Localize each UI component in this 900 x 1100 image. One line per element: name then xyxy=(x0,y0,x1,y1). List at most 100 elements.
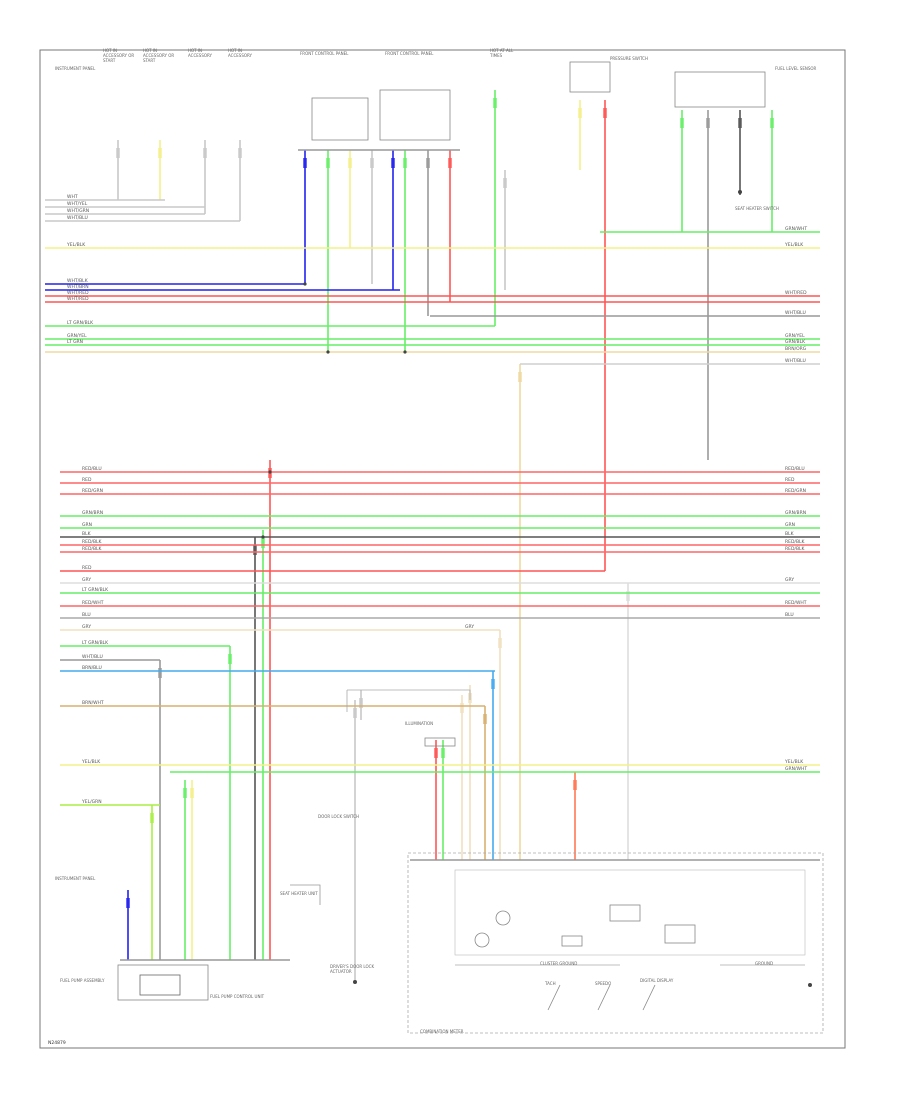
wire-pin xyxy=(770,118,774,128)
wire-pin xyxy=(326,158,330,168)
wire-pin xyxy=(238,148,242,158)
wire-label-left: YEL/BLK xyxy=(66,242,86,248)
wire-label-left: WHT/YEL xyxy=(67,201,88,207)
splice-dot-5 xyxy=(261,535,265,539)
wire-pin xyxy=(403,158,407,168)
wire-pin xyxy=(203,148,207,158)
wire-label-right: GRN/WHT xyxy=(785,766,807,772)
wire-label-right: WHT/BLU xyxy=(785,310,806,316)
door-lock-bracket xyxy=(346,689,471,712)
wire-label-right: GRY xyxy=(785,577,794,583)
wire-label-right: GRN/BLK xyxy=(785,339,806,345)
wire-label-right: RED/WHT xyxy=(785,600,807,606)
wire-pin xyxy=(491,679,495,689)
wire-pin xyxy=(518,372,522,382)
wire-label-left: RED/BLU xyxy=(82,466,102,472)
diagram-border xyxy=(39,49,846,1049)
component-label: FUEL PUMP ASSEMBLY xyxy=(60,978,105,983)
wire-pin xyxy=(183,788,187,798)
wire-label-left: LT GRN/BLK xyxy=(67,320,94,326)
wire-pin xyxy=(353,708,357,718)
wire-pin xyxy=(116,148,120,158)
wire-label-left: WHT/RED xyxy=(67,290,89,296)
wire-pin xyxy=(303,158,307,168)
wire-label-right: GRY xyxy=(465,624,474,630)
wire-pin xyxy=(348,158,352,168)
meter-module-box xyxy=(609,904,641,922)
wire-label-left: WHT/RED xyxy=(67,296,89,302)
wire-label-left: LT GRN/BLK xyxy=(82,640,109,646)
wire-label-right: WHT/BLU xyxy=(785,358,806,364)
wire-label-right: RED/BLK xyxy=(785,539,806,545)
wire-pin xyxy=(460,703,464,713)
wire-label-right: GRN/YEL xyxy=(785,333,805,339)
component-label: SEAT HEATER SWITCH xyxy=(735,206,779,211)
wire-label-right: YEL/BLK xyxy=(784,759,804,765)
component-label: TACH xyxy=(544,981,556,986)
wire-label-left: WHT/BLU xyxy=(82,654,103,660)
wire-label-left: BRN/BLU xyxy=(82,665,102,671)
wire-pin xyxy=(493,98,497,108)
wire-label-left: RED/WHT xyxy=(82,600,104,606)
wire-pin xyxy=(391,158,395,168)
wire-pin xyxy=(680,118,684,128)
wire-label-left: YEL/BLK xyxy=(81,759,101,765)
component-label: DIGITAL DISPLAY xyxy=(640,978,674,983)
wire-pin xyxy=(738,118,742,128)
wire-pin xyxy=(190,788,194,798)
wire-label-right: GRN xyxy=(785,522,795,528)
wire-pin xyxy=(370,158,374,168)
wire-pin xyxy=(441,748,445,758)
component-label: INSTRUMENT PANEL xyxy=(55,66,96,71)
component-label: SEAT HEATER UNIT xyxy=(280,891,318,896)
wire-label-left: GRY xyxy=(82,624,91,630)
gauge-symbol-left xyxy=(474,932,490,948)
wire-pin xyxy=(706,118,710,128)
splice-dot-3 xyxy=(303,282,307,286)
ground-point-2 xyxy=(808,983,812,987)
component-label: SPEEDO xyxy=(595,981,611,986)
wire-label-left: WHT/GRN xyxy=(67,208,89,214)
relay-box-left xyxy=(311,97,369,141)
wire-pin xyxy=(578,108,582,118)
wire-label-right: GRN/WHT xyxy=(785,226,807,232)
meter-switch-3 xyxy=(642,984,656,1011)
component-label: FUEL LEVEL SENSOR xyxy=(775,66,817,71)
wire-label-left: WHT/BRN xyxy=(67,284,89,290)
wire-label-left: RED xyxy=(82,565,92,571)
meter-internal-box xyxy=(454,869,806,956)
wire-pin xyxy=(150,813,154,823)
fuel-level-relay-box xyxy=(674,71,766,108)
component-label: FRONT CONTROL PANEL xyxy=(385,51,434,56)
wire-label-right: BRN/ORG xyxy=(785,346,807,352)
wire-pin xyxy=(158,148,162,158)
splice-dot-1 xyxy=(326,350,330,354)
static-component-shapes xyxy=(117,61,824,1034)
splice-dot-4 xyxy=(268,470,272,474)
wire-label-right: GRN/BRN xyxy=(785,510,806,516)
wire-label-left: YEL/GRN xyxy=(81,799,102,805)
wire-label-right: WHT/RED xyxy=(785,290,807,296)
relay-box-right xyxy=(379,89,451,141)
ground-point-1 xyxy=(738,190,742,194)
wire-pin xyxy=(483,714,487,724)
vertical-wires xyxy=(116,90,774,980)
wire-label-right: BLK xyxy=(785,531,795,537)
component-label: CLUSTER GROUND xyxy=(540,961,577,966)
gauge-symbol-right xyxy=(495,910,511,926)
component-label: GROUND xyxy=(755,961,773,966)
combination-meter-box xyxy=(407,852,824,1034)
wire-label-right: BLU xyxy=(785,612,794,618)
wire-label-right: RED/BLK xyxy=(785,546,806,552)
wire-label-right: RED xyxy=(785,477,795,483)
footer-code: N24879 xyxy=(48,1040,66,1046)
wire-label-left: BLK xyxy=(82,531,92,537)
wire-pin xyxy=(603,108,607,118)
